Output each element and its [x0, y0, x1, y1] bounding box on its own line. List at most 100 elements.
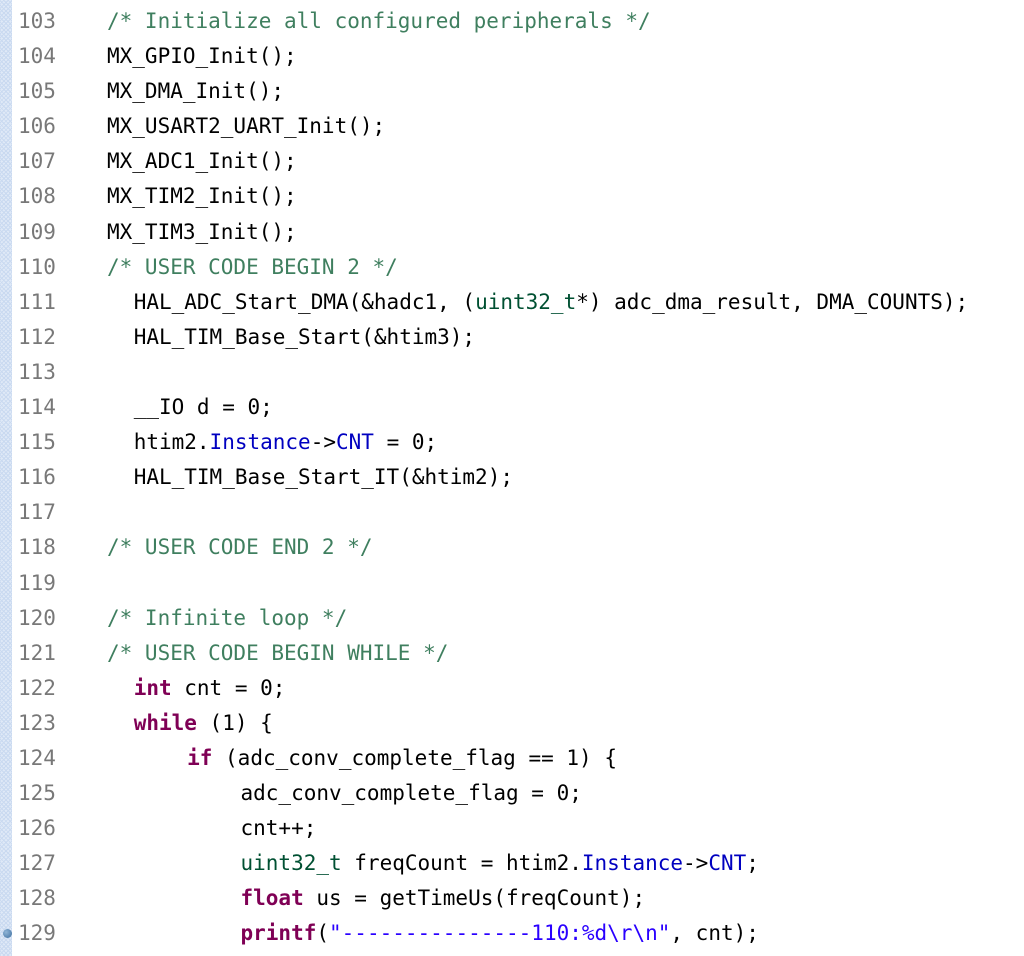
line-number: 129: [18, 921, 56, 946]
line-number: 119: [18, 570, 56, 595]
token-plain: MX_USART2_UART_Init();: [107, 114, 386, 139]
code-line[interactable]: 110 /* USER CODE BEGIN 2 */: [0, 250, 1024, 285]
line-number: 115: [18, 430, 56, 455]
code-line[interactable]: 107 MX_ADC1_Init();: [0, 144, 1024, 179]
code-line[interactable]: 126 cnt++;: [0, 811, 1024, 846]
token-plain: (: [316, 921, 330, 946]
token-plain: ;: [746, 851, 759, 876]
line-number: 103: [18, 9, 56, 33]
line-number: 104: [18, 44, 56, 69]
code-line[interactable]: 117: [0, 495, 1024, 530]
line-number: 125: [18, 781, 56, 806]
token-plain: MX_ADC1_Init();: [107, 149, 297, 174]
token-kw: if: [187, 745, 213, 770]
line-number: 127: [18, 851, 56, 876]
code-text[interactable]: /* USER CODE BEGIN WHILE */: [107, 636, 448, 671]
code-text[interactable]: /* USER CODE BEGIN 2 */: [107, 250, 398, 285]
line-number: 112: [18, 324, 56, 349]
line-number: 126: [18, 816, 56, 841]
line-number: 110: [18, 254, 56, 279]
code-text[interactable]: /* Initialize all configured peripherals…: [107, 4, 651, 39]
code-line[interactable]: 103 /* Initialize all configured peripher…: [0, 4, 1024, 39]
code-text[interactable]: int cnt = 0;: [134, 671, 286, 706]
code-text[interactable]: uint32_t freqCount = htim2.Instance->CNT…: [241, 846, 759, 881]
token-plain: freqCount = htim2.: [341, 851, 582, 876]
code-text[interactable]: HAL_TIM_Base_Start(&htim3);: [134, 320, 475, 355]
code-text[interactable]: MX_TIM2_Init();: [107, 179, 297, 214]
token-plain: HAL_TIM_Base_Start(&htim3);: [133, 324, 476, 349]
token-plain: MX_TIM3_Init();: [107, 219, 297, 244]
code-line[interactable]: 109 MX_TIM3_Init();: [0, 215, 1024, 250]
token-plain: us = getTimeUs(freqCount);: [303, 886, 646, 911]
code-text[interactable]: while (1) {: [134, 706, 273, 741]
code-line[interactable]: 112 HAL_TIM_Base_Start(&htim3);: [0, 320, 1024, 355]
line-number: 120: [18, 605, 56, 630]
line-number: 111: [18, 289, 56, 314]
line-number: 107: [18, 149, 56, 174]
token-type: uint32_t: [240, 851, 342, 876]
token-plain: MX_TIM2_Init();: [107, 184, 297, 209]
code-line[interactable]: 121 /* USER CODE BEGIN WHILE */: [0, 636, 1024, 671]
token-type: uint32_t: [475, 289, 577, 314]
line-number: 109: [18, 219, 56, 244]
token-str: "---------------110:%d\r\n": [329, 921, 671, 946]
code-line[interactable]: 113: [0, 355, 1024, 390]
line-number: 124: [18, 745, 56, 770]
code-text[interactable]: MX_ADC1_Init();: [107, 144, 297, 179]
line-number: 108: [18, 184, 56, 209]
code-line[interactable]: 118/* USER CODE END 2 */: [0, 530, 1024, 565]
token-comment: /* USER CODE BEGIN WHILE */: [107, 640, 449, 665]
editor-gutter-ruler[interactable]: [0, 0, 12, 956]
code-line[interactable]: 122 int cnt = 0;: [0, 671, 1024, 706]
code-text[interactable]: float us = getTimeUs(freqCount);: [241, 881, 646, 916]
line-number: 117: [18, 500, 56, 525]
code-text[interactable]: MX_USART2_UART_Init();: [107, 109, 385, 144]
token-kw: float: [240, 886, 304, 911]
code-line[interactable]: 108 MX_TIM2_Init();: [0, 179, 1024, 214]
code-text[interactable]: adc_conv_complete_flag = 0;: [241, 776, 582, 811]
token-plain: = 0;: [373, 430, 438, 455]
code-text[interactable]: MX_DMA_Init();: [107, 74, 284, 109]
code-editor[interactable]: 103 /* Initialize all configured peripher…: [0, 4, 1024, 952]
code-text[interactable]: /* Infinite loop */: [107, 601, 347, 636]
token-plain: adc_conv_complete_flag = 0;: [240, 781, 582, 806]
breakpoint-icon[interactable]: [3, 929, 12, 939]
code-line[interactable]: 116 HAL_TIM_Base_Start_IT(&htim2);: [0, 460, 1024, 495]
line-number: 105: [18, 79, 56, 104]
code-line[interactable]: 119: [0, 566, 1024, 601]
code-text[interactable]: MX_GPIO_Init();: [107, 39, 297, 74]
code-line[interactable]: 129 printf("---------------110:%d\r\n", c…: [0, 916, 1024, 951]
token-plain: HAL_ADC_Start_DMA(&hadc1, (: [133, 289, 476, 314]
code-text[interactable]: HAL_TIM_Base_Start_IT(&htim2);: [134, 460, 513, 495]
token-plain: (1) {: [196, 710, 273, 735]
code-text[interactable]: htim2.Instance->CNT = 0;: [134, 425, 437, 460]
token-plain: ->: [310, 430, 336, 455]
code-line[interactable]: 114__IO d = 0;: [0, 390, 1024, 425]
code-line[interactable]: 127 uint32_t freqCount = htim2.Instance->…: [0, 846, 1024, 881]
token-comment: /* Infinite loop */: [107, 605, 348, 630]
code-line[interactable]: 105 MX_DMA_Init();: [0, 74, 1024, 109]
code-text[interactable]: HAL_ADC_Start_DMA(&hadc1, (uint32_t*) ad…: [134, 285, 968, 320]
token-plain: ->: [683, 851, 709, 876]
line-number: 122: [18, 675, 56, 700]
token-plain: MX_DMA_Init();: [107, 79, 285, 104]
line-number: 116: [18, 465, 56, 490]
code-line[interactable]: 124 if (adc_conv_complete_flag == 1) {: [0, 741, 1024, 776]
code-text[interactable]: __IO d = 0;: [134, 390, 273, 425]
code-line[interactable]: 125 adc_conv_complete_flag = 0;: [0, 776, 1024, 811]
code-text[interactable]: cnt++;: [241, 811, 317, 846]
code-line[interactable]: 120 /* Infinite loop */: [0, 601, 1024, 636]
code-text[interactable]: /* USER CODE END 2 */: [107, 530, 373, 565]
code-text[interactable]: if (adc_conv_complete_flag == 1) {: [187, 741, 617, 776]
code-text[interactable]: printf("---------------110:%d\r\n", cnt)…: [241, 916, 759, 951]
code-line[interactable]: 111 HAL_ADC_Start_DMA(&hadc1, (uint32_t*)…: [0, 285, 1024, 320]
code-line[interactable]: 115 htim2.Instance->CNT = 0;: [0, 425, 1024, 460]
token-plain: *) adc_dma_result, DMA_COUNTS);: [576, 289, 969, 314]
token-kw: printf: [240, 921, 317, 946]
code-text[interactable]: MX_TIM3_Init();: [107, 215, 297, 250]
line-number: 121: [18, 640, 56, 665]
code-line[interactable]: 104 MX_GPIO_Init();: [0, 39, 1024, 74]
